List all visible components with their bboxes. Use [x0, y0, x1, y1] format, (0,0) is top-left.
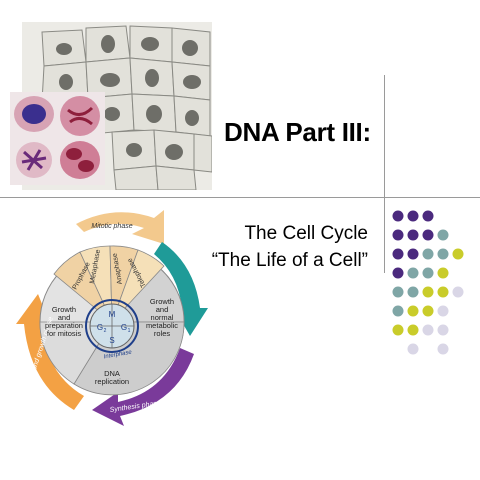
svg-text:2: 2	[104, 328, 107, 334]
first-growth-phase-arrow	[154, 242, 208, 336]
center-labels: M G 2 G 1 S	[97, 310, 131, 345]
second-growth-phase-arrow	[16, 294, 84, 410]
svg-text:G: G	[121, 323, 127, 332]
svg-text:and: and	[156, 305, 169, 314]
dot-row-8	[407, 343, 449, 355]
svg-text:metabolic: metabolic	[146, 321, 178, 330]
cell-cycle-diagram: Mitotic phase Prophase Metaphase Anaphas…	[16, 210, 214, 426]
dot-row-2	[392, 229, 449, 241]
svg-text:for mitosis: for mitosis	[47, 329, 81, 338]
dot-row-7	[392, 324, 449, 336]
horizontal-divider	[0, 197, 480, 198]
svg-text:roles: roles	[154, 329, 171, 338]
onion-root-micrograph	[22, 22, 212, 190]
g2-description: Growth and preparation for mitosis	[45, 305, 83, 338]
svg-text:M: M	[109, 310, 116, 319]
mitosis-stained-photos	[10, 92, 105, 185]
svg-text:normal: normal	[151, 313, 174, 322]
slide-title: DNA Part III:	[224, 117, 371, 147]
mitotic-phase-arrow	[76, 210, 164, 244]
svg-text:Growth: Growth	[52, 305, 76, 314]
subtitle-line-1: The Cell Cycle	[244, 223, 368, 244]
subtitle-line-2: “The Life of a Cell”	[211, 250, 368, 271]
synthesis-phase-arrow	[92, 348, 194, 426]
dot-row-5	[392, 286, 464, 298]
svg-text:replication: replication	[95, 377, 129, 386]
svg-text:and: and	[58, 313, 71, 322]
s-description: DNA replication	[95, 369, 129, 386]
dot-row-3	[392, 248, 464, 260]
vertical-divider	[384, 75, 385, 273]
decorative-dot-grid	[392, 210, 464, 355]
svg-text:DNA: DNA	[104, 369, 120, 378]
svg-text:G: G	[97, 323, 103, 332]
dot-row-4	[392, 267, 449, 279]
svg-text:1: 1	[128, 328, 131, 334]
dot-row-1	[392, 210, 434, 222]
dot-row-6	[392, 305, 449, 317]
svg-text:S: S	[109, 336, 114, 345]
svg-text:preparation: preparation	[45, 321, 83, 330]
mitotic-phase-label: Mitotic phase	[91, 223, 132, 230]
g1-description: Growth and normal metabolic roles	[146, 297, 178, 338]
interphase-label: Interphase	[103, 349, 133, 360]
svg-text:Growth: Growth	[150, 297, 174, 306]
